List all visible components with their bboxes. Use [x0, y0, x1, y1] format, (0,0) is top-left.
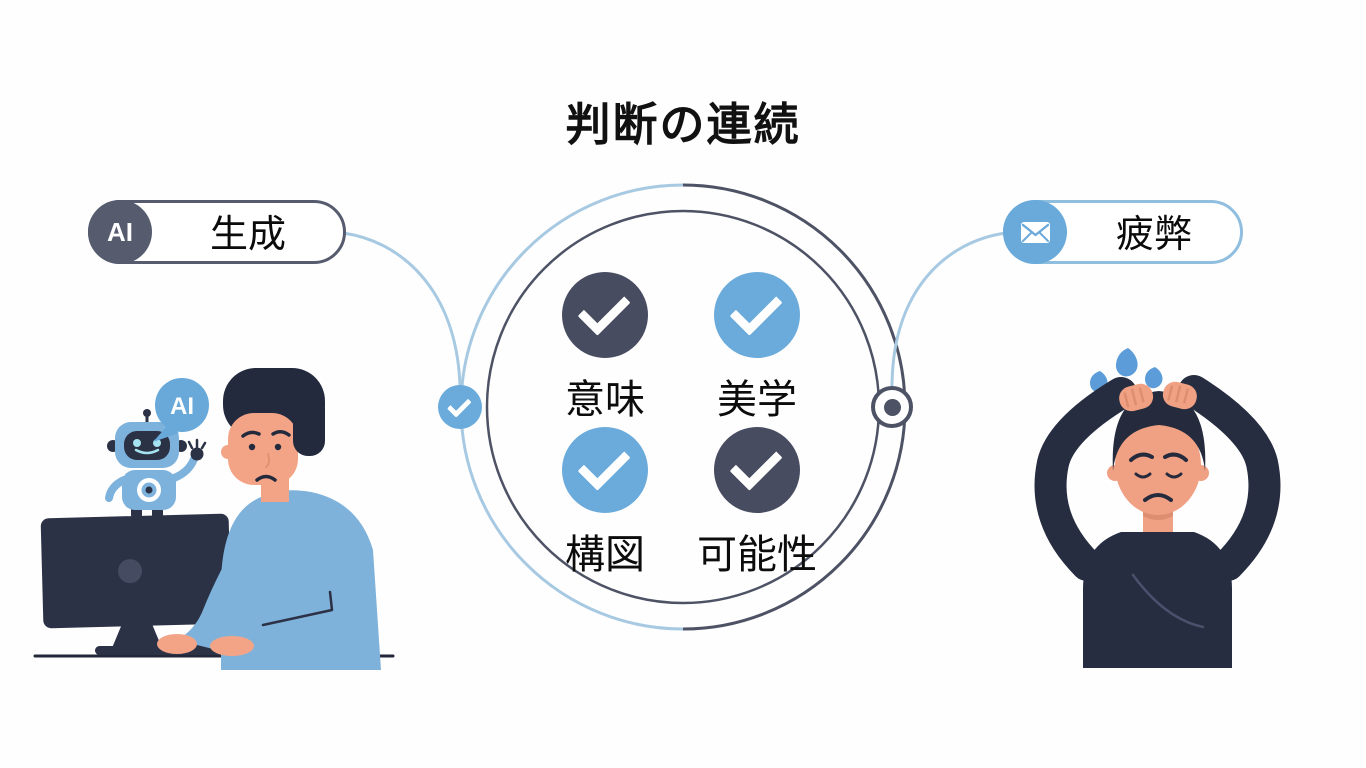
dot-node [871, 386, 913, 428]
check-icon [714, 427, 800, 513]
left-hand [1119, 383, 1154, 412]
fatigue-label: 疲弊 [1115, 213, 1192, 256]
criterion-label: 構図 [565, 533, 645, 577]
check-icon [714, 272, 800, 358]
stressed-man [1034, 375, 1281, 668]
ai-speech-bubble: AI [153, 378, 209, 442]
criterion-label: 意味 [565, 378, 645, 422]
check-glyph [729, 282, 783, 336]
check-glyph [729, 437, 783, 491]
check-icon [446, 392, 472, 418]
check-icon [562, 272, 648, 358]
ai-badge-label: AI [107, 216, 133, 247]
criterion-meaning: 意味 [517, 272, 693, 425]
check-glyph [577, 282, 631, 336]
criterion-aesthetics: 美学 [669, 272, 845, 425]
mail-badge [1003, 200, 1067, 264]
fatigue-pill: 疲弊 [1003, 200, 1243, 264]
fatigued-user-illustration [1034, 348, 1281, 668]
generation-label: 生成 [209, 213, 286, 256]
check-node [438, 385, 482, 429]
generation-pill: AI 生成 [88, 200, 346, 264]
worried-man [157, 368, 381, 670]
right-hand [1162, 381, 1197, 410]
check-icon [562, 427, 648, 513]
criterion-possibility: 可能性 [669, 427, 845, 580]
criterion-label: 美学 [717, 378, 797, 422]
right-connector-line [890, 231, 1008, 387]
ai-badge: AI [88, 200, 152, 264]
ai-user-illustration: AI [33, 368, 395, 670]
dot-icon [883, 398, 901, 416]
criterion-composition: 構図 [517, 427, 693, 580]
check-glyph [577, 437, 631, 491]
page-title: 判断の連続 [565, 99, 801, 150]
criterion-label: 可能性 [697, 533, 817, 577]
ai-bubble-label: AI [170, 393, 194, 420]
envelope-icon [1020, 221, 1050, 243]
sweat-drops [1090, 348, 1163, 393]
